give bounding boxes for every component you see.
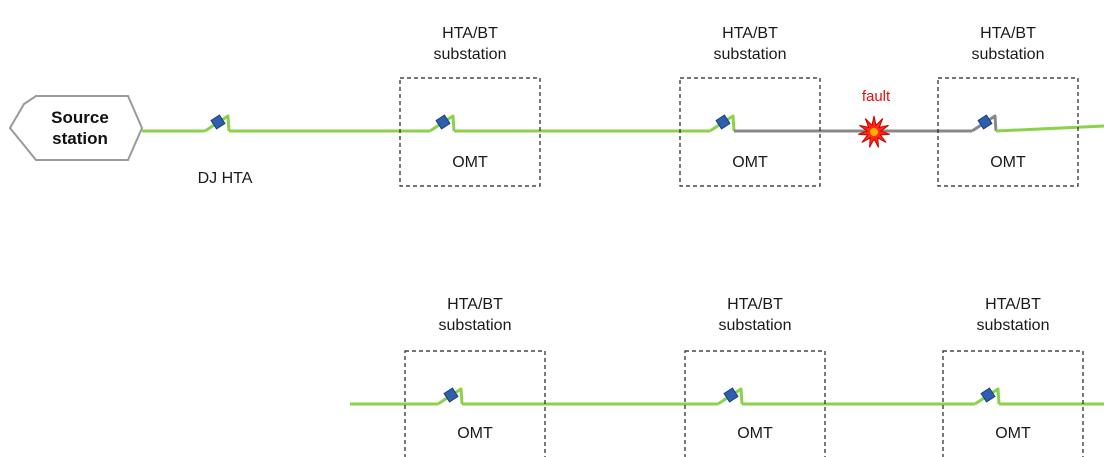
switch-block-icon	[977, 114, 993, 130]
omt-label: OMT	[732, 154, 768, 171]
fault-core	[870, 128, 878, 136]
substation-box	[404, 350, 546, 457]
switch-block-icon	[443, 387, 459, 403]
omt-label: OMT	[452, 154, 488, 171]
substation-box	[937, 77, 1079, 187]
switch-blade	[429, 114, 456, 133]
switch-blade	[437, 387, 464, 406]
source-station-label: Source station	[51, 108, 109, 148]
substation-title: HTA/BT substation	[718, 296, 792, 334]
switch-blade	[204, 114, 231, 133]
switch-block-icon	[980, 387, 996, 403]
switch-block-icon	[435, 114, 451, 130]
switch-blade	[709, 114, 736, 133]
substation-title: HTA/BT substation	[433, 25, 507, 63]
substation-box	[684, 350, 826, 457]
substation-title: HTA/BT substation	[713, 25, 787, 63]
switch-blade	[717, 387, 744, 406]
substation-box	[399, 77, 541, 187]
switch-blade	[974, 387, 1001, 406]
substation-box	[679, 77, 821, 187]
omt-label: OMT	[990, 154, 1026, 171]
substation-box	[942, 350, 1084, 457]
switch-block-icon	[210, 114, 226, 130]
fault-label: fault	[861, 88, 891, 105]
omt-label: OMT	[457, 425, 493, 442]
substation-title: HTA/BT substation	[976, 296, 1050, 334]
switch-blade	[971, 114, 998, 133]
substation-title: HTA/BT substation	[438, 296, 512, 334]
breaker-label: DJ HTA	[197, 170, 253, 187]
source-station-shape	[8, 95, 144, 161]
omt-label: OMT	[995, 425, 1031, 442]
switch-block-icon	[723, 387, 739, 403]
substation-title: HTA/BT substation	[971, 25, 1045, 63]
omt-label: OMT	[737, 425, 773, 442]
switch-block-icon	[715, 114, 731, 130]
feeder-line	[995, 124, 1104, 133]
